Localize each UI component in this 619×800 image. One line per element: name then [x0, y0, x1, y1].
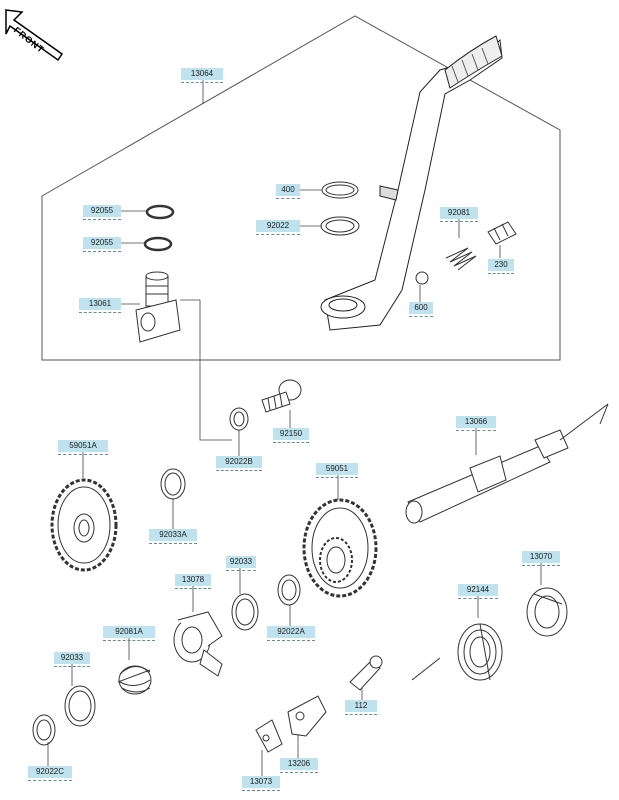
part-label-92081a[interactable]: 92081A — [103, 626, 155, 641]
bolt-112 — [349, 655, 383, 691]
part-label-13073[interactable]: 13073 — [242, 776, 280, 791]
part-label-92022a[interactable]: 92022A — [267, 626, 315, 641]
bolt-92150 — [261, 379, 302, 413]
part-label-92055-lower[interactable]: 92055 — [83, 237, 121, 252]
part-label-92022[interactable]: 92022 — [256, 220, 300, 235]
part-label-92033[interactable]: 92033 — [226, 556, 256, 571]
part-label-400[interactable]: 400 — [276, 184, 300, 199]
ring-92022 — [320, 216, 360, 236]
circlip-92033a — [160, 468, 186, 500]
part-label-13070[interactable]: 13070 — [522, 551, 560, 566]
guide-13070 — [526, 587, 568, 637]
part-label-13078[interactable]: 13078 — [175, 574, 211, 589]
part-label-92144[interactable]: 92144 — [458, 584, 498, 599]
assembly-outline — [41, 15, 561, 361]
torsion-spring-92144 — [411, 623, 503, 681]
part-label-92055-upper[interactable]: 92055 — [83, 205, 121, 220]
part-label-13061[interactable]: 13061 — [79, 298, 121, 313]
gear-59051a — [50, 478, 118, 572]
part-label-92033-lower[interactable]: 92033 — [54, 652, 90, 667]
washer-92022b — [229, 407, 249, 431]
plate-13073 — [255, 719, 283, 753]
leader-lines — [47, 80, 542, 776]
spring-92081a — [117, 665, 152, 695]
part-label-92081[interactable]: 92081 — [440, 207, 478, 222]
washer-92022c — [32, 714, 56, 746]
gear-59051 — [302, 498, 378, 598]
shaft-13061 — [135, 271, 181, 343]
oring-92055-a — [145, 204, 175, 220]
oring-92055-b — [143, 236, 173, 252]
part-label-92022c[interactable]: 92022C — [28, 766, 72, 781]
front-arrow-icon — [5, 9, 64, 62]
pin-230 — [487, 221, 517, 245]
part-label-59051a[interactable]: 59051A — [58, 440, 108, 455]
part-label-230[interactable]: 230 — [488, 259, 514, 274]
circlip-92033-lower — [64, 685, 96, 727]
part-label-13064[interactable]: 13064 — [181, 68, 223, 83]
part-label-600[interactable]: 600 — [409, 302, 433, 317]
ratchet-13078 — [173, 611, 223, 677]
kick-pedal-lever — [320, 35, 503, 331]
kickstart-shaft-13066 — [405, 403, 609, 524]
washer-92022a — [277, 574, 301, 606]
part-label-13066[interactable]: 13066 — [456, 416, 496, 431]
part-label-13206[interactable]: 13206 — [280, 758, 318, 773]
part-label-92150[interactable]: 92150 — [273, 428, 309, 443]
part-label-92033a[interactable]: 92033A — [149, 529, 197, 544]
plate-13206 — [287, 695, 327, 737]
circlip-400 — [321, 181, 359, 199]
part-label-92022b[interactable]: 92022B — [216, 456, 262, 471]
part-label-112[interactable]: 112 — [345, 700, 377, 715]
circlip-92033 — [231, 593, 259, 631]
ball-600 — [415, 271, 429, 285]
spring-92081 — [445, 247, 477, 271]
part-label-59051[interactable]: 59051 — [316, 463, 358, 478]
